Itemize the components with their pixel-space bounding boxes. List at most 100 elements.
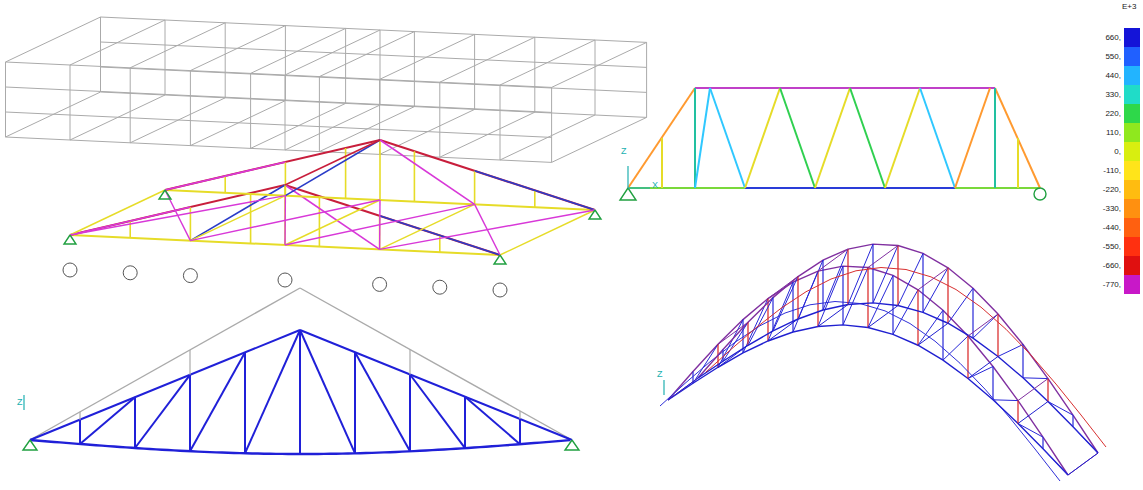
- arch-vertical: [1072, 415, 1073, 427]
- arch-tie: [818, 304, 848, 326]
- frame-column: [474, 34, 475, 109]
- axis-line: [663, 380, 664, 395]
- arch-tie: [718, 322, 748, 344]
- diagonal-member: [815, 88, 850, 188]
- legend-swatch: [1124, 275, 1140, 294]
- top-chord: [695, 87, 995, 89]
- arch-diagonal: [748, 298, 773, 346]
- inner-top-chord: [30, 330, 300, 440]
- frame-beam: [101, 92, 647, 117]
- grid-bubble: [433, 280, 447, 294]
- vertical-member: [189, 375, 191, 451]
- pin-support: [620, 188, 636, 200]
- legend-swatch: [1124, 28, 1140, 47]
- arch-diagonal: [693, 344, 718, 383]
- arch-tie: [918, 323, 948, 345]
- arch-diagonal: [993, 399, 1018, 401]
- frame-column: [165, 20, 166, 95]
- top-chord: [380, 140, 595, 210]
- frame-column: [345, 28, 346, 103]
- vertical-member: [134, 397, 136, 448]
- arch-diagonal: [848, 244, 873, 304]
- legend-swatch: [1124, 256, 1140, 275]
- arch-diagonal: [1023, 377, 1048, 379]
- arch-vertical: [867, 268, 868, 328]
- tie-member: [190, 196, 285, 241]
- legend-swatch: [1124, 218, 1140, 237]
- axis-label: Z: [17, 398, 23, 407]
- diagonal-member: [285, 140, 380, 196]
- top-chord: [30, 288, 300, 440]
- frame-column: [70, 65, 71, 140]
- diagonal-member: [165, 162, 285, 190]
- arch-vertical: [1042, 437, 1043, 449]
- arch-tie: [718, 345, 748, 367]
- arch-diagonal: [948, 288, 973, 323]
- frame-column: [250, 73, 251, 148]
- arch-diagonal: [843, 268, 868, 325]
- diagonal-member: [955, 88, 990, 188]
- vertical-member: [409, 374, 411, 451]
- frame-beam: [552, 117, 647, 162]
- vertical-member: [285, 162, 287, 196]
- legend-value: 440,: [1105, 72, 1121, 80]
- roof-truss: [23, 288, 579, 454]
- force-diagram: [660, 302, 1060, 481]
- arch-diagonal: [718, 320, 743, 368]
- diagonal-member: [380, 216, 500, 255]
- frame-beam: [552, 42, 647, 87]
- vertical-member: [224, 176, 226, 193]
- pin-support: [494, 255, 506, 264]
- frame-beam: [101, 17, 647, 42]
- arch-vertical: [922, 253, 923, 312]
- force-diagram: [706, 268, 1106, 447]
- legend-swatch: [1124, 237, 1140, 256]
- diagonal-member: [355, 352, 410, 451]
- pin-support: [565, 440, 579, 450]
- arch-diagonal: [943, 336, 968, 360]
- arch-diagonal: [998, 344, 1023, 356]
- legend-value: 220,: [1105, 110, 1121, 118]
- frame-beam: [101, 67, 647, 92]
- frame-beam: [500, 115, 595, 160]
- arch-tie: [818, 249, 848, 271]
- legend-swatch: [1124, 47, 1140, 66]
- grid-bubble: [183, 269, 197, 283]
- arch-diagonal: [1048, 402, 1073, 416]
- arch-vertical: [992, 366, 993, 399]
- frame-beam: [251, 103, 346, 148]
- diagonal-member: [850, 88, 885, 188]
- diagonal-member: [780, 88, 815, 188]
- frame-column: [500, 85, 501, 160]
- grid-bubble: [123, 266, 137, 280]
- arch-vertical: [997, 314, 998, 356]
- bottom-chord: [745, 187, 955, 189]
- legend-swatch: [1124, 199, 1140, 218]
- legend-value: 110,: [1106, 129, 1121, 137]
- legend-swatch: [1124, 85, 1140, 104]
- legend-value: -220,: [1103, 186, 1121, 194]
- scale-exponent: E+3: [1122, 3, 1136, 11]
- legend-swatch: [1124, 104, 1140, 123]
- arch-vertical: [917, 290, 918, 345]
- legend-swatch: [1124, 161, 1140, 180]
- frame-column: [439, 82, 440, 157]
- arch-tie: [968, 356, 998, 378]
- arch-vertical: [847, 249, 848, 304]
- arch-vertical: [947, 268, 948, 323]
- pin-support: [159, 190, 171, 199]
- diagonal-member: [70, 207, 190, 235]
- frame-column: [190, 71, 191, 146]
- planar-truss: [620, 88, 1046, 200]
- arch-truss: [660, 244, 1106, 481]
- arch-tie: [668, 378, 698, 400]
- frame-column: [534, 37, 535, 112]
- brace-member: [165, 190, 190, 241]
- ridge-member: [285, 140, 380, 185]
- arch-diagonal: [773, 277, 798, 331]
- arch-diagonal: [898, 253, 923, 305]
- legend-swatch: [1124, 66, 1140, 85]
- grid-bubble: [493, 283, 507, 297]
- arch-tie: [918, 268, 948, 290]
